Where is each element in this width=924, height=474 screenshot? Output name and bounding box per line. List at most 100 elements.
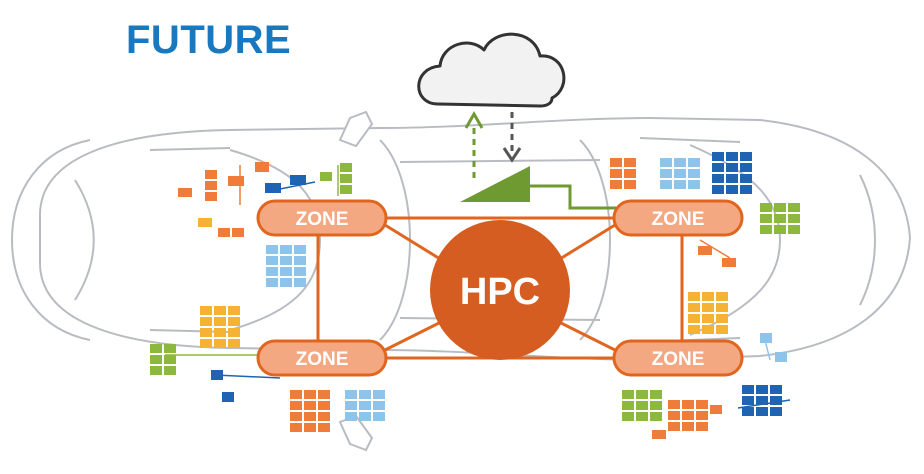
ecu-module-orange (710, 405, 722, 414)
ecu-module-lightblue (688, 169, 700, 178)
ecu-module-green (636, 401, 648, 410)
left-mirror-top (338, 110, 374, 148)
ecu-module-lightblue (280, 245, 292, 254)
ecu-module-green (164, 366, 176, 375)
ecu-module-blue (742, 407, 754, 416)
ecu-module-yellow (688, 325, 700, 334)
ecu-module-green (650, 412, 662, 421)
ecu-module-blue (740, 185, 752, 194)
ecu-module-blue (770, 407, 782, 416)
ecu-module-green (774, 225, 786, 234)
download-arrow-icon (502, 112, 522, 163)
ecu-module-orange (318, 401, 330, 410)
ecu-module-orange (698, 246, 712, 255)
ecu-module-lightblue (775, 352, 787, 362)
ecu-module-yellow (716, 314, 728, 323)
ecu-module-lightblue (674, 158, 686, 167)
ecu-module-blue (712, 163, 724, 172)
ecu-module-orange (668, 422, 680, 431)
ecu-module-orange (218, 228, 230, 237)
ecu-module-orange (178, 188, 192, 197)
ecu-module-green (636, 412, 648, 421)
ecu-module-green (788, 225, 800, 234)
link-hub-bottom-left (384, 318, 446, 352)
ecu-module-green (788, 214, 800, 223)
ecu-module-orange (304, 401, 316, 410)
ecu-module-green (622, 401, 634, 410)
ecu-module-blue (742, 396, 754, 405)
ecu-module-lightblue (660, 169, 672, 178)
ecu-module-lightblue (359, 401, 371, 410)
ecu-module-yellow (214, 306, 226, 315)
ecu-module-lightblue (345, 401, 357, 410)
ecu-wire (214, 374, 281, 379)
ecu-module-green (622, 412, 634, 421)
ecu-module-blue (712, 174, 724, 183)
ecu-module-yellow (200, 306, 212, 315)
ecu-module-orange (668, 411, 680, 420)
ecu-module-blue (712, 185, 724, 194)
ecu-module-orange (682, 411, 694, 420)
ecu-module-yellow (688, 314, 700, 323)
ecu-module-orange (668, 400, 680, 409)
ecu-module-green (636, 390, 648, 399)
ecu-module-orange (205, 170, 217, 179)
ecu-module-orange (624, 180, 636, 189)
ecu-module-lightblue (660, 180, 672, 189)
ecu-module-orange (304, 423, 316, 432)
ecu-module-orange (682, 422, 694, 431)
ecu-module-orange (696, 411, 708, 420)
ecu-module-yellow (214, 317, 226, 326)
ecu-module-green (340, 174, 352, 183)
ecu-module-green (774, 214, 786, 223)
ecu-module-lightblue (359, 412, 371, 421)
ecu-module-yellow (716, 303, 728, 312)
ecu-module-blue (740, 163, 752, 172)
ecu-module-lightblue (266, 245, 278, 254)
cloud-icon (417, 32, 566, 108)
ecu-module-yellow (200, 339, 212, 348)
ecu-module-lightblue (688, 158, 700, 167)
zone-bottom-left: ZONE (256, 339, 388, 377)
ecu-module-blue (290, 175, 306, 185)
zone-top-right: ZONE (612, 199, 744, 237)
ecu-module-green (150, 344, 162, 353)
ecu-module-lightblue (660, 158, 672, 167)
ecu-module-lightblue (294, 245, 306, 254)
ecu-module-lightblue (688, 180, 700, 189)
ecu-module-yellow (214, 328, 226, 337)
gateway-antenna-icon (460, 166, 640, 210)
hub-label: HPC (460, 271, 540, 313)
ecu-module-lightblue (373, 390, 385, 399)
ecu-module-lightblue (674, 169, 686, 178)
ecu-module-blue (726, 174, 738, 183)
ecu-module-blue (740, 152, 752, 161)
ecu-module-orange (290, 412, 302, 421)
ecu-module-blue (712, 152, 724, 161)
link-hub-top-left (384, 223, 446, 264)
ecu-module-yellow (688, 292, 700, 301)
zone-top-left: ZONE (256, 199, 388, 237)
ecu-module-lightblue (760, 333, 772, 343)
hpc-hub: HPC (430, 220, 570, 360)
ecu-module-green (650, 390, 662, 399)
ecu-module-yellow (228, 317, 240, 326)
ecu-module-green (150, 355, 162, 364)
ecu-module-green (320, 172, 332, 181)
ecu-module-orange (624, 169, 636, 178)
ecu-wire (764, 339, 771, 361)
ecu-module-orange (682, 400, 694, 409)
ecu-module-blue (265, 183, 281, 193)
zone-label: ZONE (296, 349, 349, 370)
ecu-module-yellow (702, 292, 714, 301)
zone-label: ZONE (652, 209, 705, 230)
ecu-module-yellow (228, 339, 240, 348)
ecu-module-lightblue (359, 390, 371, 399)
upload-arrow-icon (464, 110, 484, 178)
ecu-module-orange (610, 180, 622, 189)
ecu-clusters (150, 152, 800, 439)
ecu-module-lightblue (373, 412, 385, 421)
ecu-wire (699, 239, 731, 259)
ecu-module-green (164, 355, 176, 364)
